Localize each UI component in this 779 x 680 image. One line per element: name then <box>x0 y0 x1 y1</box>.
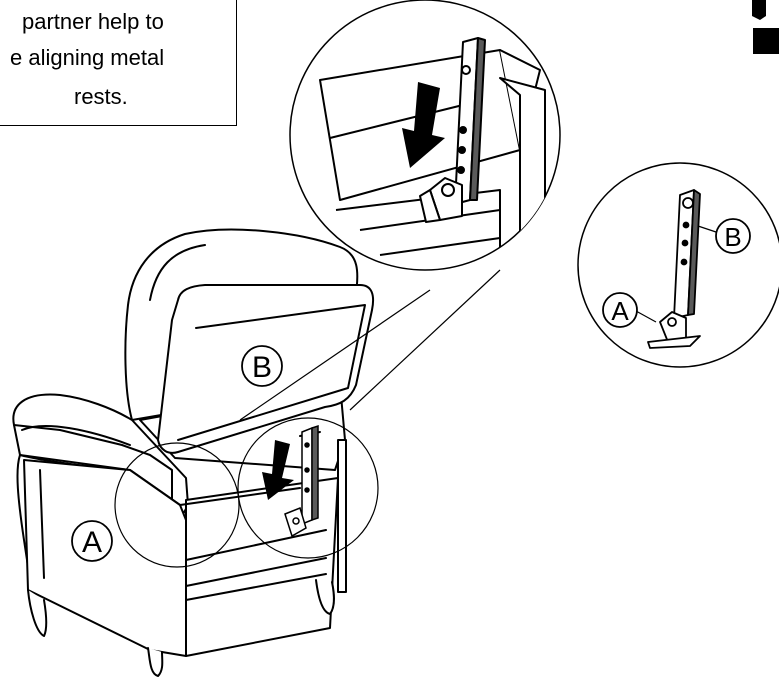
instruction-line-1: partner help to <box>22 9 164 34</box>
label-b-chair: B <box>241 345 283 387</box>
instruction-line-3: rests. <box>74 84 128 109</box>
zoom-detail-top <box>289 0 561 271</box>
chair-metal-bracket <box>284 424 319 538</box>
svg-text:A: A <box>82 526 102 559</box>
arrow-down-icon <box>402 82 445 168</box>
magnifier-circle-icon <box>114 442 240 568</box>
label-a-chair: A <box>71 520 113 562</box>
recliner-chair <box>12 228 375 677</box>
page-corner-marker-icon <box>752 0 779 54</box>
magnifier-circle-icon <box>237 417 379 559</box>
instruction-box <box>0 0 237 126</box>
instruction-line-2: e aligning metal <box>10 45 165 70</box>
svg-text:A: A <box>611 296 629 326</box>
arrow-down-icon <box>262 440 294 500</box>
label-b-detail: B <box>715 218 751 254</box>
svg-text:B: B <box>724 222 741 252</box>
label-a-detail: A <box>602 292 638 328</box>
svg-text:B: B <box>252 351 272 384</box>
zoom-detail-right <box>577 162 779 368</box>
